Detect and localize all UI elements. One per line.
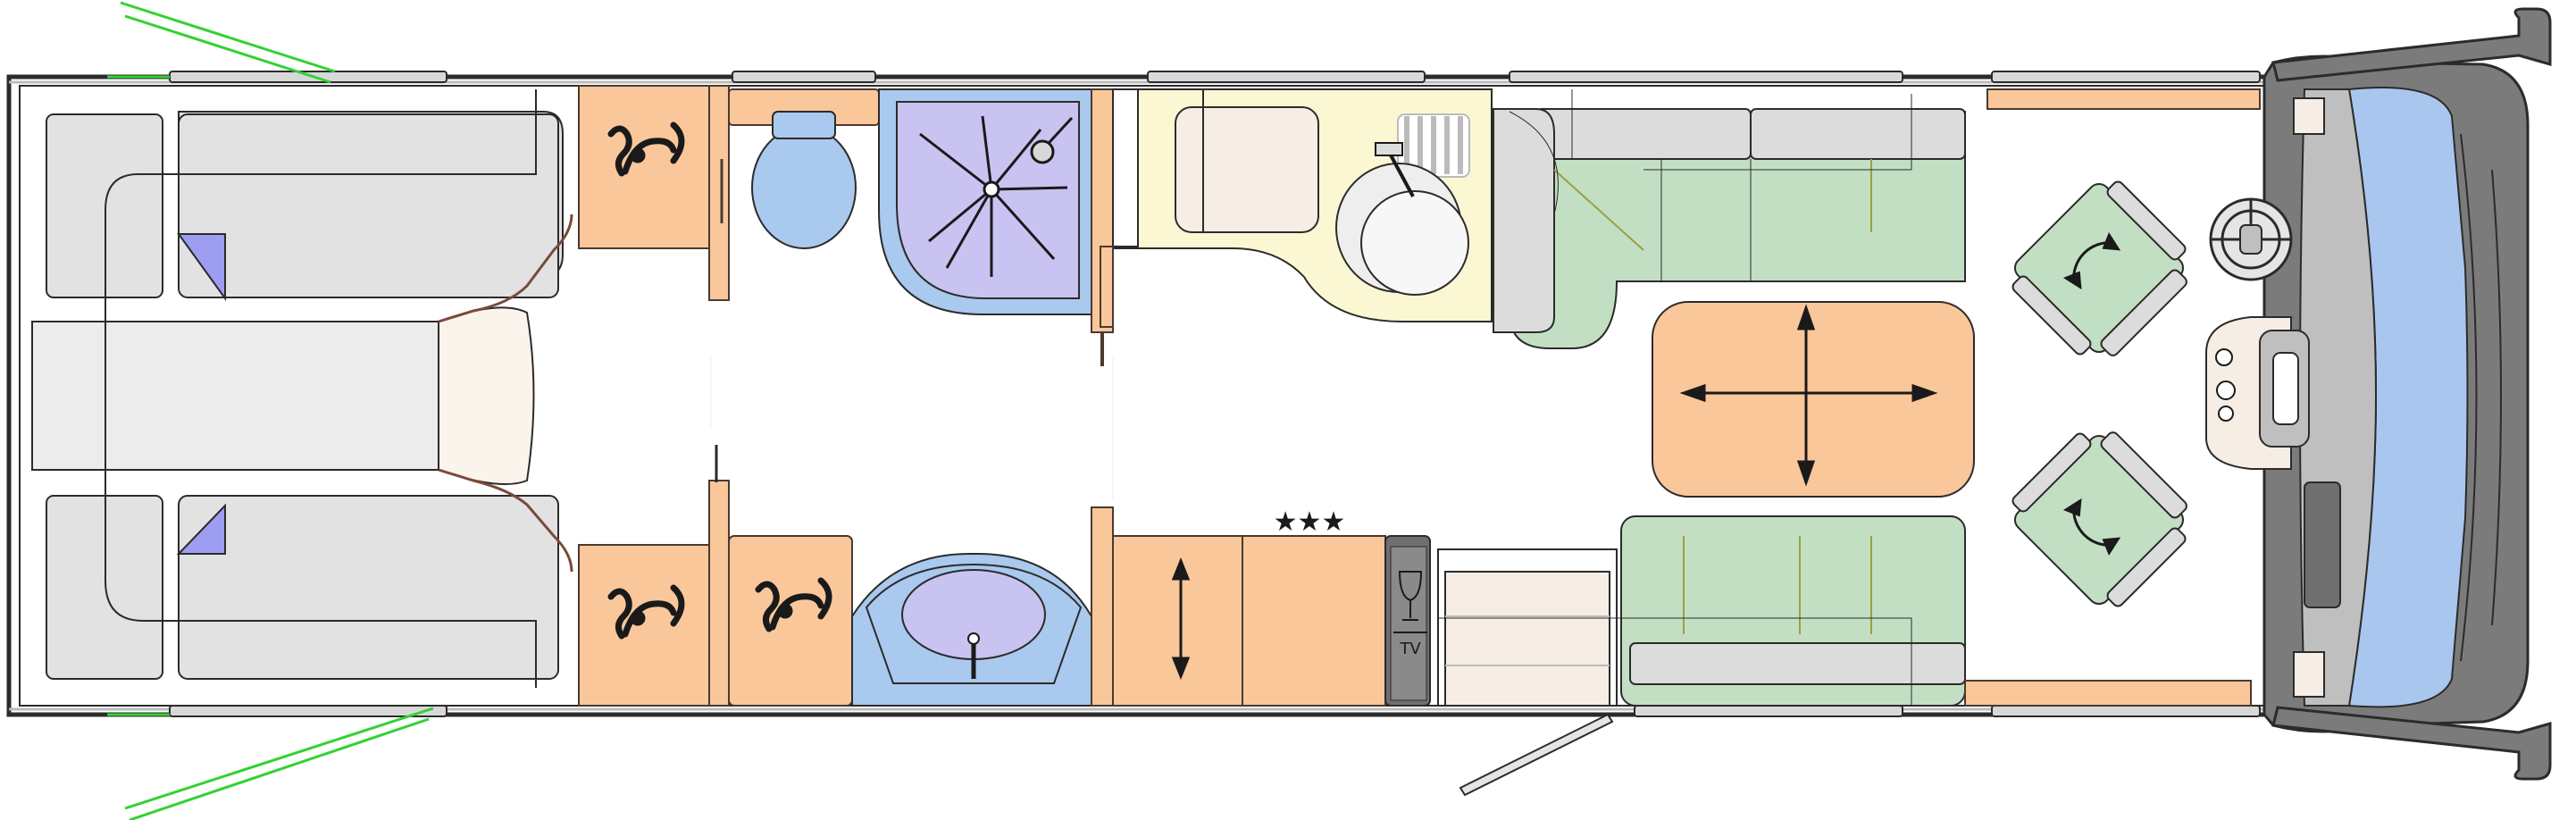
bed-outline-path: [105, 89, 537, 688]
pillow-icon: [176, 503, 226, 555]
hanger-icon: [607, 121, 685, 177]
hanger-icon: [755, 577, 832, 632]
wine-glass-icon: [1398, 571, 1423, 621]
bed-center-extension: [31, 213, 573, 573]
extendable-table-icon: [1679, 304, 1938, 487]
entry-door[interactable]: [1459, 713, 1614, 797]
bed-left-top: [46, 111, 564, 302]
stars-label: ★★★: [1274, 506, 1346, 538]
window-strips: [169, 71, 2261, 717]
toilet-room: [728, 88, 880, 249]
shower-icon: [919, 115, 1074, 277]
hanger-icon: [607, 584, 685, 640]
shower: [878, 88, 1092, 315]
pillow-icon: [177, 233, 226, 302]
pull-out-arrow-icon: [1171, 556, 1191, 681]
swivel-seat-icon: [2062, 498, 2121, 556]
side-mirror-bottom: [2271, 706, 2552, 781]
side-mirror-top: [2271, 7, 2552, 82]
tv-label: TV: [1399, 640, 1421, 658]
entry-step: [1437, 548, 1618, 707]
kitchen-counter: [1100, 88, 1493, 328]
sofa-top: [1493, 89, 1967, 349]
dashboard: [2205, 316, 2341, 608]
swivel-seat-top: [2011, 180, 2187, 356]
dining-table: [1652, 301, 1975, 498]
wash-basin: [851, 506, 1114, 707]
swivel-seat-bottom: [2011, 431, 2187, 607]
rear-door-bottom[interactable]: [107, 707, 434, 820]
bed-left-bottom: [46, 495, 559, 680]
wardrobe-rear-bottom: [578, 480, 730, 707]
fridge-unit: TV: [1384, 535, 1431, 707]
wardrobe-bath: [715, 445, 853, 707]
rear-door-top[interactable]: [107, 1, 336, 84]
swivel-seat-icon: [2062, 231, 2121, 290]
lower-cupboard: ★★★: [1112, 506, 1386, 707]
sofa-bottom: [1438, 515, 1966, 707]
cab-shelves: [1964, 88, 2261, 707]
steering-wheel-icon: [2209, 197, 2293, 281]
wardrobe-rear-top: [578, 85, 730, 301]
toilet-icon: [751, 126, 857, 249]
